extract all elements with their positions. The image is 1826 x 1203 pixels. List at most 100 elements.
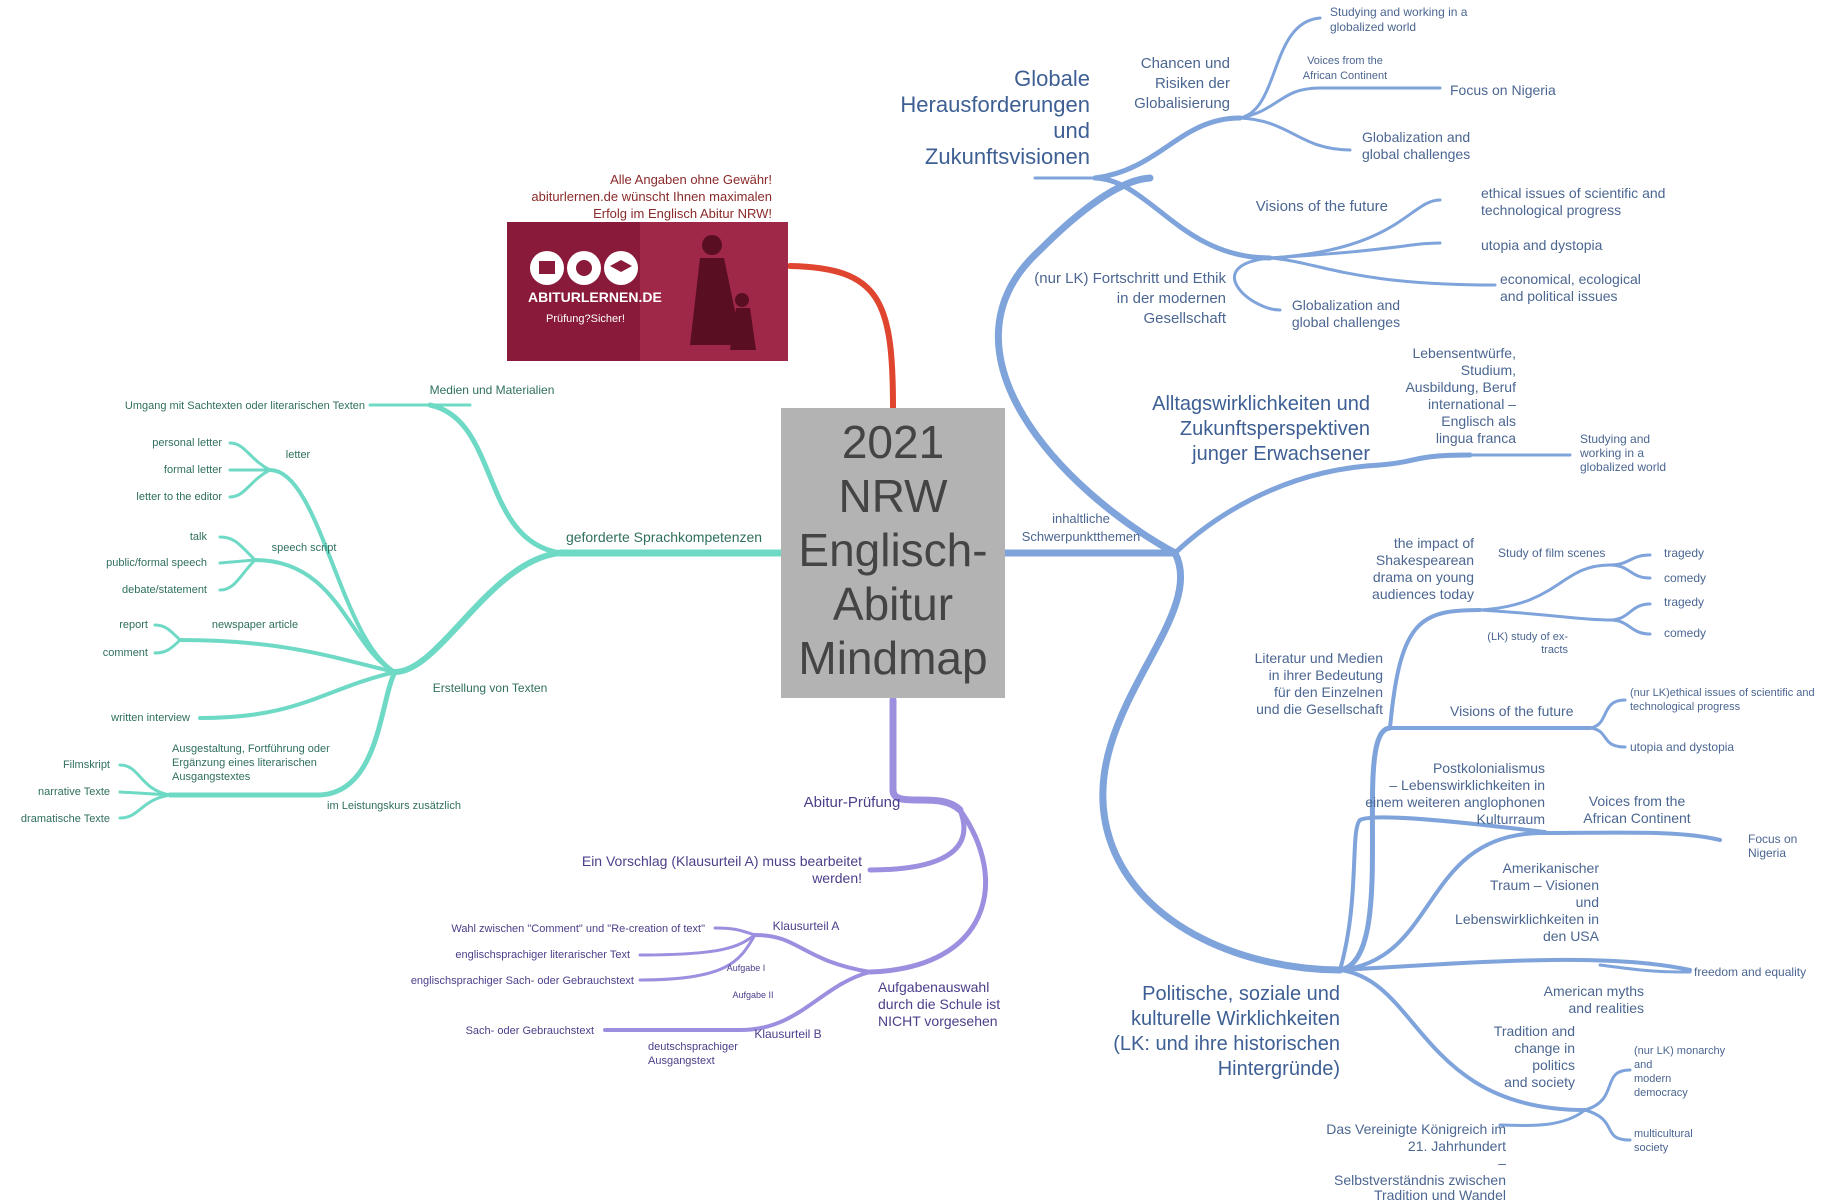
node-postkol-3[interactable]: einem weiteren anglophonen [1365, 794, 1545, 810]
node-multicultural-2[interactable]: society [1634, 1142, 1669, 1154]
node-fortschritt-2[interactable]: in der modernen [1117, 290, 1226, 307]
node-editor[interactable]: letter to the editor [136, 491, 222, 503]
node-lebens-1[interactable]: Lebensentwürfe, [1412, 345, 1516, 361]
center-node[interactable]: 2021 NRW Englisch- Abitur Mindmap [781, 408, 1005, 698]
node-studying1-2[interactable]: globalized world [1330, 20, 1416, 34]
node-visions2[interactable]: Visions of the future [1450, 703, 1574, 719]
node-literatur-1[interactable]: Literatur und Medien [1255, 650, 1383, 666]
node-ausgestaltung-1[interactable]: Ausgestaltung, Fortführung oder [172, 743, 330, 755]
node-lebens-4[interactable]: international – [1428, 396, 1516, 412]
node-formal[interactable]: formal letter [164, 464, 222, 476]
node-monarchy-3[interactable]: modern [1634, 1073, 1671, 1085]
node-amerik-2[interactable]: Traum – Visionen [1490, 877, 1599, 893]
node-klausurB[interactable]: Klausurteil B [754, 1027, 821, 1041]
node-chancen-2[interactable]: Risiken der [1155, 75, 1230, 92]
node-umgang[interactable]: Umgang mit Sachtexten oder literarischen… [125, 400, 365, 412]
node-comment[interactable]: comment [103, 647, 148, 659]
node-narrative[interactable]: narrative Texte [38, 786, 110, 798]
node-globale-2[interactable]: Herausforderungen [900, 92, 1090, 117]
node-alltag-1[interactable]: Alltagswirklichkeiten und [1152, 393, 1370, 415]
node-economical-1[interactable]: economical, ecological [1500, 271, 1641, 287]
node-fortschritt-1[interactable]: (nur LK) Fortschritt und Ethik [1034, 270, 1226, 287]
node-utopia2[interactable]: utopia and dystopia [1630, 740, 1734, 754]
node-shakespeare-2[interactable]: Shakespearean [1376, 552, 1474, 568]
node-politische-4[interactable]: Hintergründe) [1218, 1058, 1340, 1080]
node-newspaper[interactable]: newspaper article [212, 619, 298, 631]
node-tragedy2[interactable]: tragedy [1664, 595, 1704, 609]
node-klausurA[interactable]: Klausurteil A [773, 919, 840, 933]
node-blue-root-2[interactable]: Schwerpunktthemen [1022, 529, 1141, 544]
node-lebens-3[interactable]: Ausbildung, Beruf [1405, 379, 1516, 395]
node-ethical2-1[interactable]: (nur LK)ethical issues of scientific and [1630, 687, 1815, 699]
node-focus2-1[interactable]: Focus on [1748, 832, 1797, 846]
node-myths-1[interactable]: American myths [1544, 983, 1644, 999]
node-literatur-3[interactable]: für den Einzelnen [1274, 684, 1383, 700]
node-aufgabe2[interactable]: Aufgabe II [732, 990, 773, 1000]
node-literatur-2[interactable]: in ihrer Bedeutung [1269, 667, 1383, 683]
node-ausgestaltung-2[interactable]: Ergänzung eines literarischen [172, 757, 317, 769]
node-voices2-1[interactable]: Voices from the [1589, 793, 1686, 809]
node-deutsch-2[interactable]: Ausgangstext [648, 1055, 715, 1067]
node-lk[interactable]: im Leistungskurs zusätzlich [327, 800, 461, 812]
node-studying2-3[interactable]: globalized world [1580, 460, 1666, 474]
node-public[interactable]: public/formal speech [106, 557, 207, 569]
node-politische-1[interactable]: Politische, soziale und [1142, 983, 1340, 1005]
node-aufgabenwahl-1[interactable]: Aufgabenauswahl [878, 979, 989, 995]
node-voices2-2[interactable]: African Continent [1583, 810, 1691, 826]
node-vorschlag-1[interactable]: Ein Vorschlag (Klausurteil A) muss bearb… [582, 853, 862, 869]
node-postkol-1[interactable]: Postkolonialismus [1433, 760, 1545, 776]
node-globalization1-2[interactable]: global challenges [1362, 146, 1470, 162]
node-globale-4[interactable]: Zukunftsvisionen [925, 144, 1090, 169]
node-personal[interactable]: personal letter [152, 437, 222, 449]
node-amerik-1[interactable]: Amerikanischer [1503, 860, 1600, 876]
node-tragedy1[interactable]: tragedy [1664, 546, 1704, 560]
node-tradition-3[interactable]: politics [1532, 1057, 1575, 1073]
node-shakespeare-1[interactable]: the impact of [1394, 535, 1474, 551]
node-interview[interactable]: written interview [110, 712, 190, 724]
node-medien[interactable]: Medien und Materialien [430, 383, 555, 397]
node-ethical1-2[interactable]: technological progress [1481, 202, 1621, 218]
node-wahl[interactable]: Wahl zwischen "Comment" und "Re-creation… [451, 923, 705, 935]
node-visions1[interactable]: Visions of the future [1256, 198, 1388, 215]
node-studying2-1[interactable]: Studying and [1580, 432, 1650, 446]
node-extracts-2[interactable]: tracts [1541, 644, 1568, 656]
node-alltag-2[interactable]: Zukunftsperspektiven [1180, 418, 1370, 440]
node-chancen-1[interactable]: Chancen und [1141, 55, 1230, 72]
node-debate[interactable]: debate/statement [122, 584, 207, 596]
node-film[interactable]: Study of film scenes [1498, 546, 1605, 560]
node-economical-2[interactable]: and political issues [1500, 288, 1618, 304]
node-fortschritt-3[interactable]: Gesellschaft [1143, 310, 1226, 327]
node-purple-root[interactable]: Abitur-Prüfung [804, 794, 901, 811]
node-utopia1[interactable]: utopia and dystopia [1481, 237, 1603, 253]
node-uk-3[interactable]: – [1498, 1155, 1506, 1171]
node-monarchy-2[interactable]: and [1634, 1059, 1652, 1071]
node-englit[interactable]: englischsprachiger literarischer Text [455, 949, 630, 961]
node-dramatische[interactable]: dramatische Texte [21, 813, 110, 825]
logo-group[interactable]: Alle Angaben ohne Gewähr! abiturlernen.d… [507, 172, 788, 361]
node-chancen-3[interactable]: Globalisierung [1134, 95, 1230, 112]
node-ethical2-2[interactable]: technological progress [1630, 701, 1741, 713]
node-vorschlag-2[interactable]: werden! [811, 870, 862, 886]
node-report[interactable]: report [119, 619, 148, 631]
node-talk[interactable]: talk [190, 531, 208, 543]
node-ausgestaltung-3[interactable]: Ausgangstextes [172, 771, 251, 783]
node-postkol-4[interactable]: Kulturraum [1477, 811, 1545, 827]
node-globale-3[interactable]: und [1053, 118, 1090, 143]
node-comedy2[interactable]: comedy [1664, 626, 1706, 640]
node-blue-root-1[interactable]: inhaltliche [1052, 511, 1110, 526]
node-politische-2[interactable]: kulturelle Wirklichkeiten [1131, 1008, 1340, 1030]
node-comedy1[interactable]: comedy [1664, 571, 1706, 585]
node-ethical1-1[interactable]: ethical issues of scientific and [1481, 185, 1665, 201]
node-focus2-2[interactable]: Nigeria [1748, 846, 1786, 860]
node-amerik-3[interactable]: und [1576, 894, 1599, 910]
node-uk-1[interactable]: Das Vereinigte Königreich im [1326, 1121, 1506, 1137]
node-aufgabenwahl-3[interactable]: NICHT vorgesehen [878, 1013, 998, 1029]
node-monarchy-4[interactable]: democracy [1634, 1087, 1688, 1099]
node-tradition-2[interactable]: change in [1514, 1040, 1575, 1056]
node-literatur-4[interactable]: und die Gesellschaft [1256, 701, 1383, 717]
node-engsach[interactable]: englischsprachiger Sach- oder Gebrauchst… [411, 975, 634, 987]
node-lebens-6[interactable]: lingua franca [1436, 430, 1516, 446]
node-letter[interactable]: letter [286, 449, 311, 461]
node-filmskript[interactable]: Filmskript [63, 759, 110, 771]
node-multicultural-1[interactable]: multicultural [1634, 1128, 1693, 1140]
